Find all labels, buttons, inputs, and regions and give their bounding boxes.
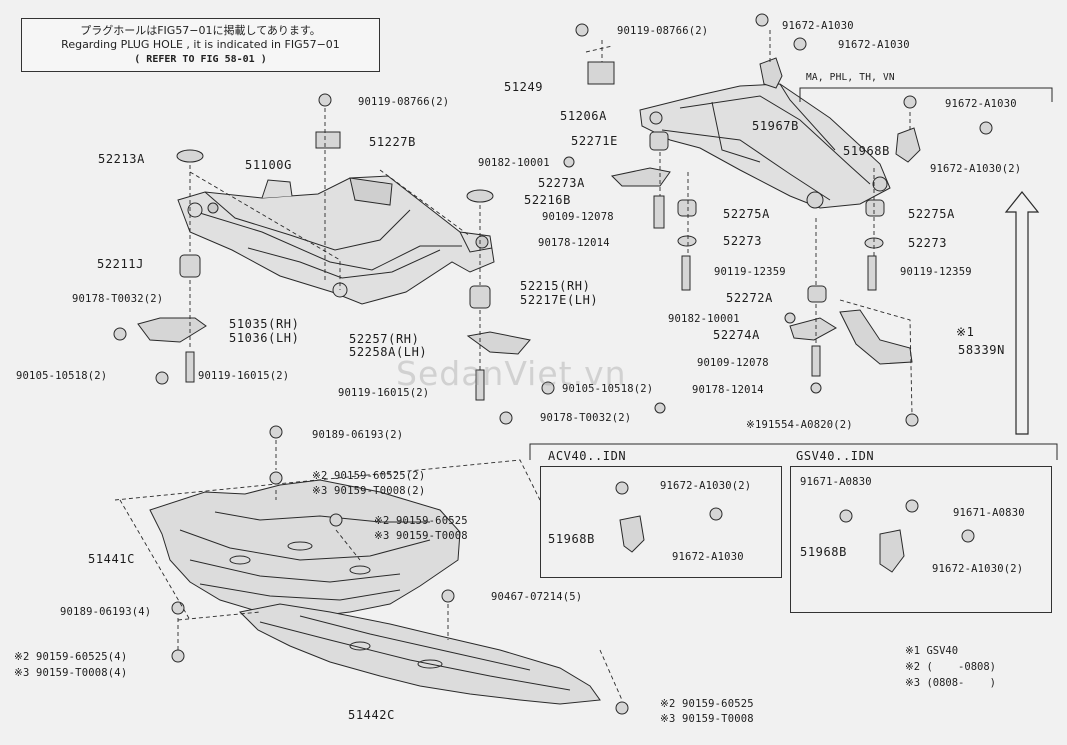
part-label: 91672-A1030 (782, 20, 854, 32)
part-label: ※2 90159-60525(2) (312, 470, 426, 482)
part-label: 90189-06193(2) (312, 429, 404, 441)
part-label: 51035(RH) (229, 317, 300, 331)
part-label: ※3 90159-T0008(2) (312, 485, 426, 497)
part-label: 52274A (713, 328, 760, 342)
part-label: 90189-06193(4) (60, 606, 152, 618)
note-line-en: Regarding PLUG HOLE , it is indicated in… (61, 38, 340, 51)
part-label: ※2 90159-60525(4) (14, 651, 128, 663)
engine-under-cover-51442c (238, 603, 601, 705)
part-label: 52211J (97, 257, 144, 271)
part-label: 90105-10518(2) (562, 383, 654, 395)
part-label: 52258A(LH) (349, 345, 428, 359)
watermark: SedanViet.vn (396, 354, 627, 393)
acv40-box (540, 466, 782, 578)
part-label: ※2 90159-60525 (374, 515, 468, 527)
part-label: 51968B (548, 532, 595, 546)
part-label: ※1 (956, 325, 975, 339)
engine-under-cover-51441c (149, 479, 461, 619)
part-label: 51968B (843, 144, 890, 158)
part-label: 90109-12078 (697, 357, 769, 369)
part-label: ※3 90159-T0008(4) (14, 667, 128, 679)
variant-section-frame (529, 443, 1058, 460)
part-label: 91672-A1030 (945, 98, 1017, 110)
part-label: 90119-16015(2) (198, 370, 290, 382)
part-label: 91672-A1030(2) (930, 163, 1022, 175)
variant-bracket (799, 87, 1053, 102)
part-label: 52272A (726, 291, 773, 305)
part-label: 91672-A1030 (838, 39, 910, 51)
gsv40-box (790, 466, 1052, 613)
part-label: 90182-10001 (478, 157, 550, 169)
part-label: 90178-T0032(2) (540, 412, 632, 424)
part-label: 51441C (88, 552, 135, 566)
part-label: 51967B (752, 119, 799, 133)
up-arrow-icon (1004, 191, 1040, 435)
part-label: 90119-12359 (900, 266, 972, 278)
part-label: 90467-07214(5) (491, 591, 583, 603)
part-label: 90178-12014 (538, 237, 610, 249)
part-label: 52257(RH) (349, 332, 420, 346)
part-label: 90182-10001 (668, 313, 740, 325)
part-label: 51442C (348, 708, 395, 722)
bushings-and-fasteners (113, 13, 993, 715)
note-line-jp: プラグホールはFIG57−01に掲載してあります。 (80, 24, 321, 37)
part-label: 52273A (538, 176, 585, 190)
part-label: 91671-A0830 (953, 507, 1025, 519)
part-label: 91672-A1030 (672, 551, 744, 563)
acv40-title: ACV40..IDN (548, 449, 627, 463)
part-label: 90105-10518(2) (16, 370, 108, 382)
part-label: 90178-12014 (692, 384, 764, 396)
part-label: 51227B (369, 135, 416, 149)
part-label: 90119-08766(2) (617, 25, 709, 37)
part-label: 52275A (908, 207, 955, 221)
legend-item: ※3 (0808- ) (905, 677, 996, 689)
front-suspension-crossmember (177, 175, 495, 305)
part-label: 51206A (560, 109, 607, 123)
part-label: 52271E (571, 134, 618, 148)
legend-item: ※2 ( -0808) (905, 661, 996, 673)
part-label: 52273 (908, 236, 948, 250)
part-label: 91671-A0830 (800, 476, 872, 488)
part-label: ※191554-A0820(2) (746, 419, 853, 431)
part-label: 52217E(LH) (520, 293, 599, 307)
part-label: 91672-A1030(2) (932, 563, 1024, 575)
part-label: 52213A (98, 152, 145, 166)
legend-item: ※1 GSV40 (905, 645, 959, 657)
part-label: 58339N (958, 343, 1005, 357)
part-label: 51036(LH) (229, 331, 300, 345)
part-label: 90119-08766(2) (358, 96, 450, 108)
part-label: 51968B (800, 545, 847, 559)
assembly-guide-lines (114, 30, 913, 701)
gsv40-title: GSV40..IDN (796, 449, 875, 463)
part-label: ※2 90159-60525 (660, 698, 754, 710)
part-label: 52215(RH) (520, 279, 591, 293)
note-line-ref: ( REFER TO FIG 58-01 ) (134, 54, 267, 65)
part-label: 90119-12359 (714, 266, 786, 278)
plug-hole-note: プラグホールはFIG57−01に掲載してあります。 Regarding PLUG… (21, 18, 380, 72)
part-label: ※3 90159-T0008 (660, 713, 754, 725)
part-label: 90119-16015(2) (338, 387, 430, 399)
part-label: 51100G (245, 158, 292, 172)
part-label: 52275A (723, 207, 770, 221)
rear-suspension-member (639, 83, 891, 209)
part-label: 51249 (504, 80, 544, 94)
part-label: ※3 90159-T0008 (374, 530, 468, 542)
part-label: 90178-T0032(2) (72, 293, 164, 305)
part-label: 90109-12078 (542, 211, 614, 223)
part-label: 91672-A1030(2) (660, 480, 752, 492)
variant-note: MA, PHL, TH, VN (806, 72, 895, 83)
part-label: 52273 (723, 234, 763, 248)
part-label: 52216B (524, 193, 571, 207)
